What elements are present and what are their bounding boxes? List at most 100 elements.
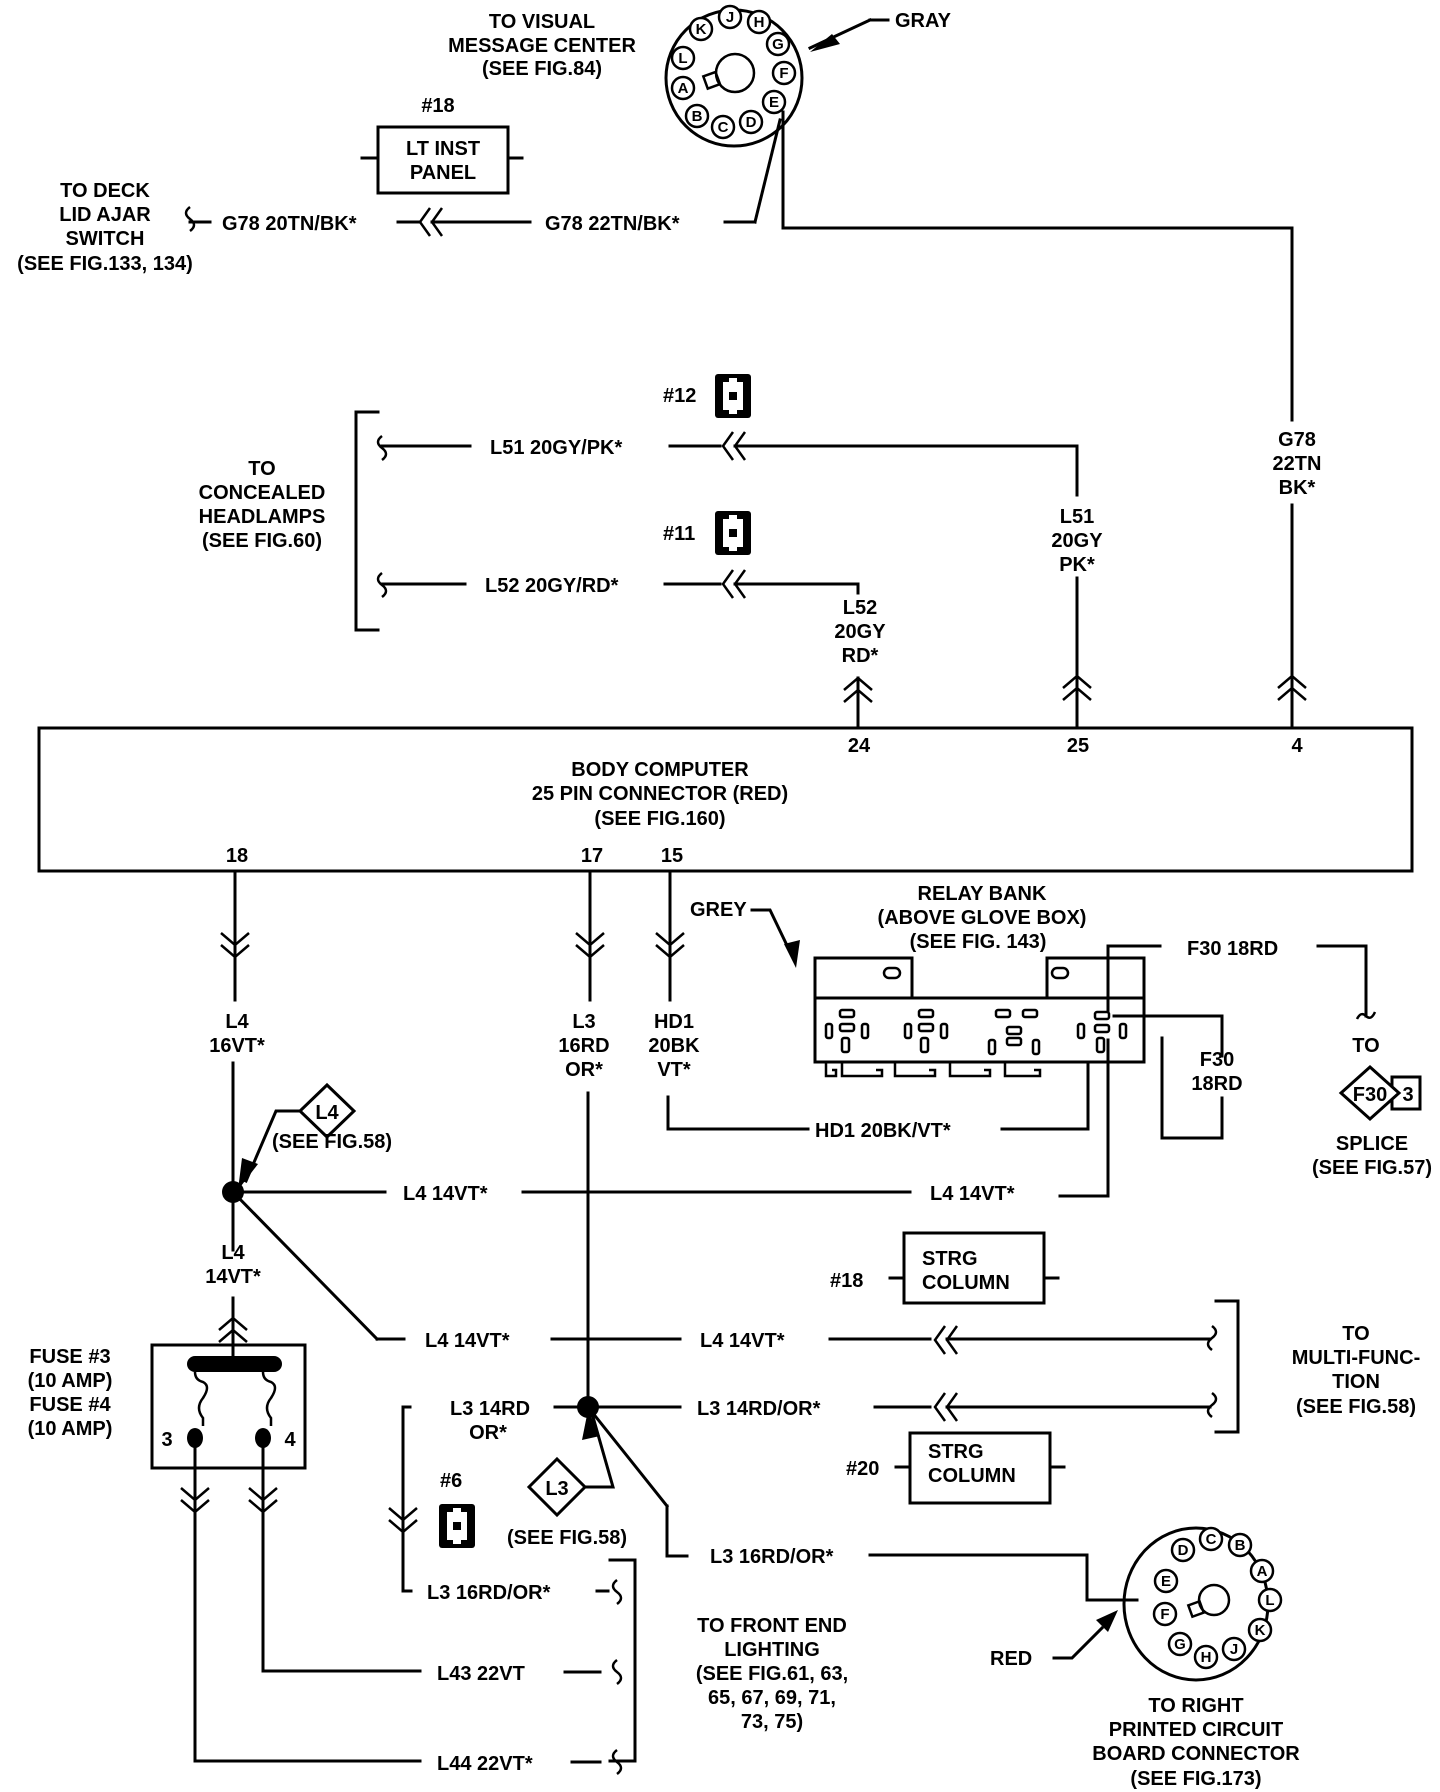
splice-id: F30 [1353, 1084, 1387, 1106]
vmc-color-label: GRAY [895, 10, 952, 32]
svg-text:STRG: STRG [922, 1248, 978, 1270]
fuse-pin-3: 3 [161, 1429, 172, 1451]
pin-18: 18 [226, 845, 248, 867]
svg-text:(SEE FIG. 143): (SEE FIG. 143) [910, 931, 1047, 953]
pin-label: G [772, 36, 784, 53]
pin-d [1170, 1537, 1196, 1563]
relay-terminal [838, 1022, 856, 1033]
svg-text:PK*: PK* [1059, 554, 1095, 576]
strg-column-20-ref: #20 [846, 1458, 879, 1480]
svg-text:LIGHTING: LIGHTING [724, 1639, 820, 1661]
wire-l3-16-a: L3 16RD/OR* [427, 1582, 551, 1604]
wire-l4-14-vertical-label: L4 14VT* [205, 1242, 261, 1288]
arrow-icon [784, 940, 800, 968]
svg-text:22TN: 22TN [1273, 453, 1322, 475]
wire-g78-20: G78 20TN/BK* [222, 213, 357, 235]
svg-text:L51: L51 [1060, 506, 1094, 528]
inline-connector-icon [218, 1316, 248, 1343]
svg-text:COLUMN: COLUMN [922, 1272, 1010, 1294]
wire-l4-14-a: L4 14VT* [403, 1183, 488, 1205]
svg-text:20GY: 20GY [834, 621, 886, 643]
svg-text:HD1: HD1 [654, 1011, 694, 1033]
pin-label: L [678, 50, 687, 67]
relay-terminal [903, 1022, 913, 1040]
arrow-icon [1096, 1610, 1118, 1632]
pin-label: C [1206, 1531, 1217, 1548]
l4-diamond-icon [297, 1082, 357, 1140]
pcb-label: TO RIGHT PRINTED CIRCUIT BOARD CONNECTOR… [1092, 1695, 1300, 1790]
svg-text:16VT*: 16VT* [209, 1035, 265, 1057]
svg-text:L52: L52 [843, 597, 877, 619]
pin-label: J [726, 9, 734, 26]
svg-text:14VT*: 14VT* [205, 1266, 261, 1288]
relay-terminal [838, 1008, 856, 1019]
pin-label: E [1161, 1573, 1171, 1590]
wire-g78-vertical-label: G78 22TN BK* [1273, 429, 1322, 499]
fuse-element-icon [261, 1371, 277, 1426]
splice-num: 3 [1402, 1084, 1413, 1106]
svg-text:PRINTED CIRCUIT: PRINTED CIRCUIT [1109, 1719, 1283, 1741]
svg-text:TO FRONT END: TO FRONT END [697, 1615, 847, 1637]
wire-l3-16-b: L3 16RD/OR* [710, 1546, 834, 1568]
body-computer-box [37, 726, 1414, 873]
wire-l44: L44 22VT* [437, 1753, 533, 1775]
svg-text:25 PIN CONNECTOR (RED): 25 PIN CONNECTOR (RED) [532, 783, 788, 805]
svg-text:65, 67, 69, 71,: 65, 67, 69, 71, [708, 1687, 836, 1709]
inline-connector-icon [1062, 674, 1092, 701]
relay-terminal [939, 1022, 949, 1040]
pin-a [670, 75, 696, 101]
svg-text:TO RIGHT: TO RIGHT [1148, 1695, 1243, 1717]
relay-bank-label: RELAY BANK (ABOVE GLOVE BOX) (SEE FIG. 1… [878, 883, 1087, 953]
arrow-icon [238, 1158, 258, 1190]
body-computer-label: BODY COMPUTER 25 PIN CONNECTOR (RED) (SE… [532, 759, 788, 830]
svg-text:MULTI-FUNC-: MULTI-FUNC- [1292, 1347, 1420, 1369]
pin-j [1221, 1636, 1247, 1662]
svg-text:LID AJAR: LID AJAR [59, 204, 151, 226]
pin-label: B [1235, 1537, 1246, 1554]
svg-text:RELAY BANK: RELAY BANK [918, 883, 1047, 905]
l3-see-fig: (SEE FIG.58) [507, 1527, 627, 1549]
pin-b [1227, 1532, 1253, 1558]
pcb-color-label: RED [990, 1648, 1032, 1670]
svg-text:PANEL: PANEL [410, 162, 476, 184]
strg-column-18-box [902, 1231, 1046, 1305]
pin-label: K [1255, 1622, 1266, 1639]
svg-text:BODY COMPUTER: BODY COMPUTER [571, 759, 749, 781]
svg-text:(SEE FIG.84): (SEE FIG.84) [482, 58, 602, 80]
front-end-label: TO FRONT END LIGHTING (SEE FIG.61, 63, 6… [696, 1615, 848, 1733]
l4-diamond-label: L4 [315, 1102, 339, 1124]
relay-terminal [919, 1036, 930, 1054]
terminal-icon [1355, 1011, 1377, 1020]
svg-text:L3: L3 [572, 1011, 595, 1033]
inline-connector-icon [575, 932, 605, 959]
wire-l3-14-left-label: L3 14RD OR* [450, 1398, 530, 1444]
l3-diamond-icon [526, 1456, 588, 1518]
svg-text:STRG: STRG [928, 1441, 984, 1463]
multifunction-label: TO MULTI-FUNC- TION (SEE FIG.58) [1292, 1323, 1420, 1418]
svg-text:LT INST: LT INST [406, 138, 480, 160]
arrow-icon [810, 34, 840, 52]
svg-text:MESSAGE CENTER: MESSAGE CENTER [448, 35, 636, 57]
pin-label: J [1230, 1641, 1238, 1658]
lt-inst-panel-box [376, 125, 510, 195]
wire-l52-vertical-label: L52 20GY RD* [834, 597, 886, 667]
pin-24: 24 [848, 735, 871, 757]
relay-terminal [824, 1022, 834, 1040]
svg-text:CONCEALED: CONCEALED [199, 482, 326, 504]
relay-terminal [987, 1038, 997, 1056]
svg-text:BOARD CONNECTOR: BOARD CONNECTOR [1092, 1743, 1300, 1765]
wire-l3-16-label: L3 16RD OR* [558, 1011, 609, 1081]
pin-j [717, 4, 743, 30]
wire-l4-14-c: L4 14VT* [425, 1330, 510, 1352]
svg-text:(SEE FIG.61, 63,: (SEE FIG.61, 63, [696, 1663, 848, 1685]
wire-f30-top: F30 18RD [1187, 938, 1278, 960]
pin-25: 25 [1067, 735, 1089, 757]
splice-f30-icon [1338, 1064, 1422, 1122]
inline-connector-icon [180, 1487, 210, 1514]
connector-12-icon [715, 374, 751, 418]
connector-6-icon [439, 1504, 475, 1548]
pin-l [670, 45, 696, 71]
wire-l3-14-right: L3 14RD/OR* [697, 1398, 821, 1420]
relay-terminal [1093, 1010, 1111, 1021]
